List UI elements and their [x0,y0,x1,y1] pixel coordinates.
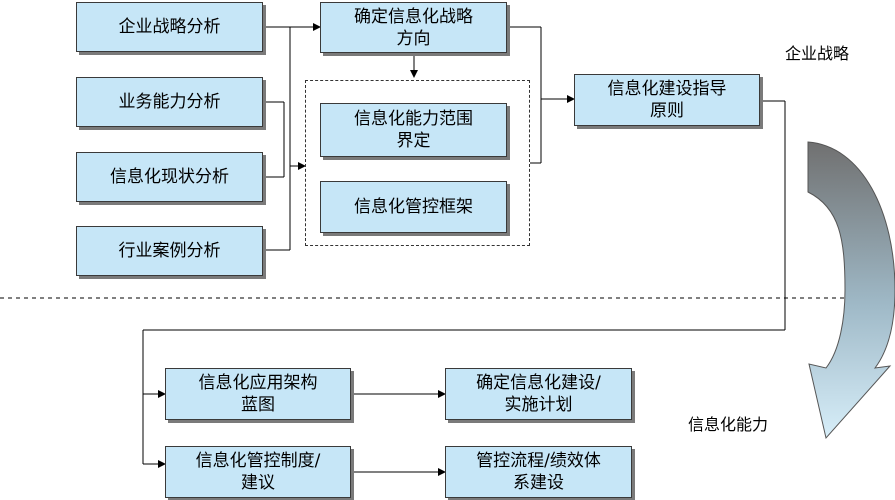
enterprise-strategy-analysis-label: 企业战略分析 [118,17,221,37]
application-architecture-line-2: 蓝图 [241,395,275,415]
construction-principles-line-2: 原则 [650,101,684,121]
application-architecture-line-1: 信息化应用架构 [198,373,318,393]
governance-system-line-2: 建议 [241,473,275,493]
process-performance-line-1: 管控流程/绩效体 [476,451,601,471]
application-architecture-box[interactable]: 信息化应用架构 蓝图 [165,368,351,420]
strategy-direction-box[interactable]: 确定信息化战略 方向 [320,2,507,53]
strategy-direction-line-1: 确定信息化战略 [354,6,473,27]
business-capability-analysis-box[interactable]: 业务能力分析 [76,77,263,127]
industry-case-analysis-box[interactable]: 行业案例分析 [76,226,263,276]
process-performance-box[interactable]: 管控流程/绩效体 系建设 [445,446,632,498]
governance-framework-label: 信息化管控框架 [354,197,473,217]
implementation-plan-line-1: 确定信息化建设/ [476,373,601,393]
enterprise-strategy-analysis-box[interactable]: 企业战略分析 [76,2,263,52]
it-status-analysis-box[interactable]: 信息化现状分析 [76,152,263,202]
enterprise-strategy-label: 企业战略 [785,44,850,63]
governance-framework-box[interactable]: 信息化管控框架 [320,181,507,233]
implementation-plan-box[interactable]: 确定信息化建设/ 实施计划 [445,368,632,420]
implementation-plan-line-2: 实施计划 [504,395,573,415]
governance-system-line-1: 信息化管控制度/ [195,451,321,471]
capability-scope-line-2: 界定 [396,131,431,151]
governance-system-box[interactable]: 信息化管控制度/ 建议 [165,446,351,498]
it-status-analysis-label: 信息化现状分析 [110,167,229,187]
strategy-direction-line-2: 方向 [396,28,431,49]
business-capability-analysis-label: 业务能力分析 [118,92,221,112]
capability-group-frame [305,80,530,246]
construction-principles-box[interactable]: 信息化建设指导 原则 [574,74,760,126]
capability-scope-line-1: 信息化能力范围 [354,109,473,129]
it-capability-label: 信息化能力 [688,415,769,434]
construction-principles-line-1: 信息化建设指导 [607,79,727,99]
process-performance-line-2: 系建设 [513,473,564,493]
curved-transition-arrow [807,141,895,440]
industry-case-analysis-label: 行业案例分析 [118,241,221,261]
capability-scope-box[interactable]: 信息化能力范围 界定 [320,103,507,157]
